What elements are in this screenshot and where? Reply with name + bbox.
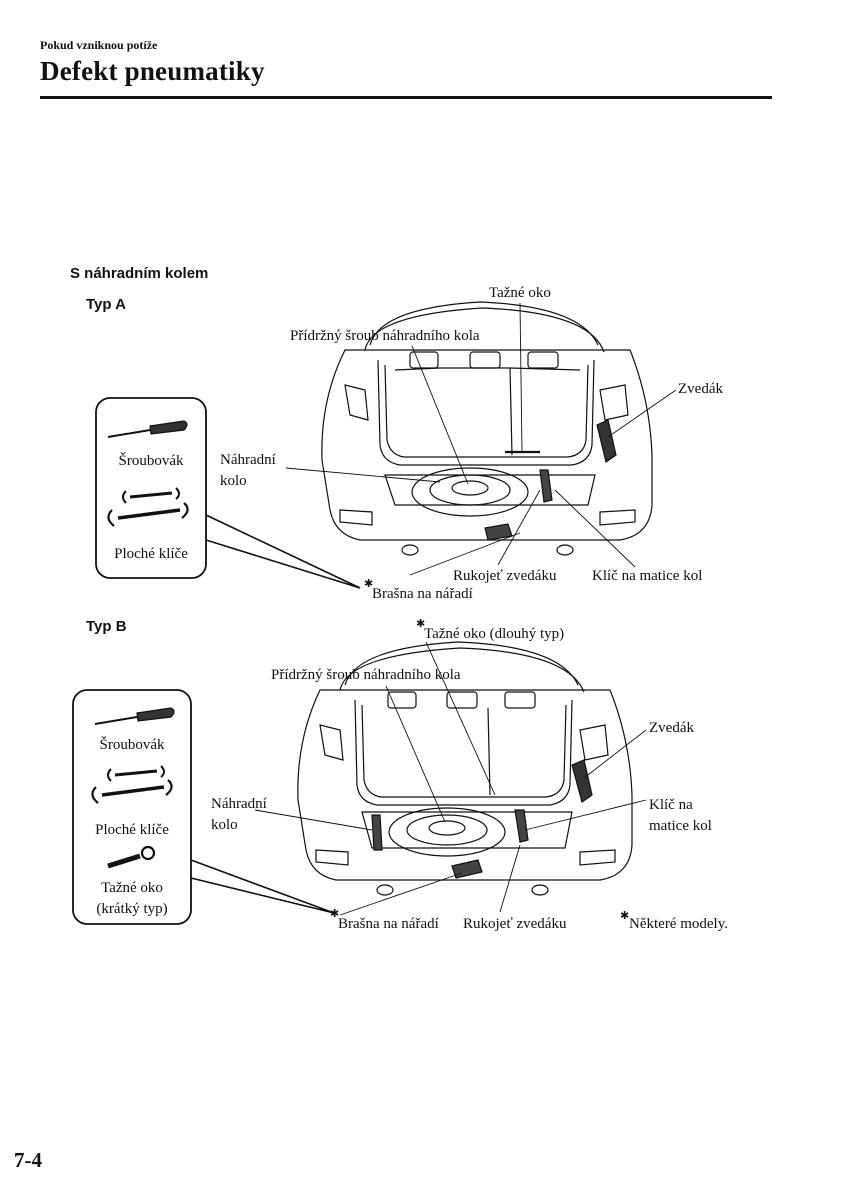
asterisk-icon: ✱ [364,578,374,590]
page-number: 7-4 [14,1148,42,1172]
tool-wrenches-b: Ploché klíče [95,822,169,838]
label-lug-wrench-a: Klíč na matice kol [592,568,703,584]
asterisk-icon: ✱ [620,910,630,922]
tools-panel-b [72,689,335,925]
label-jack-handle-a: Rukojeť zvedáku [453,568,557,584]
section-title: S náhradním kolem [70,265,209,282]
tools-panel-a [95,397,361,589]
type-a-heading: Typ A [86,296,126,313]
label-tow-long-b: Tažné oko (dlouhý typ) [424,626,565,642]
label-spare-wheel-a-line1: Náhradní [220,452,276,468]
leader-lines-b [254,641,647,916]
label-tool-bag-a-text: Brašna na nářadí [372,586,473,602]
breadcrumb: Pokud vzniknou potíže [40,38,158,52]
type-b-heading: Typ B [86,618,127,635]
tool-tow-short-b-line2: (krátký typ) [96,901,168,917]
page-title: Defekt pneumatiky [40,56,265,86]
label-tool-bag-a: ✱ [364,574,373,594]
tool-screwdriver-a: Šroubovák [118,453,184,469]
label-lug-wrench-b-line2: matice kol [649,818,712,834]
label-spare-bolt-a: Přídržný šroub náhradního kola [290,328,480,344]
label-jack-a: Zvedák [678,381,723,397]
label-tool-bag-b: Brašna na nářadí [338,916,439,932]
asterisk-icon: ✱ [330,908,340,920]
label-lug-wrench-b-line1: Klíč na [649,797,693,813]
header-rule [40,96,772,99]
label-spare-bolt-b: Přídržný šroub náhradního kola [271,667,461,683]
tool-tow-short-b-line1: Tažné oko [101,880,163,896]
leader-lines-a [285,302,677,576]
asterisk-icon: ✱ [416,618,426,630]
tool-wrenches-a: Ploché klíče [114,546,188,562]
label-spare-wheel-a-line2: kolo [220,473,247,489]
label-jack-handle-b: Rukojeť zvedáku [463,916,567,932]
label-spare-wheel-b-line1: Náhradní [211,796,267,812]
label-jack-b: Zvedák [649,720,694,736]
car-rear-illustration-a [321,301,653,556]
tool-screwdriver-b: Šroubovák [99,737,165,753]
footnote-some-models: Některé modely. [629,916,728,932]
label-spare-wheel-b-line2: kolo [211,817,238,833]
label-tow-hook-a: Tažné oko [489,285,551,301]
